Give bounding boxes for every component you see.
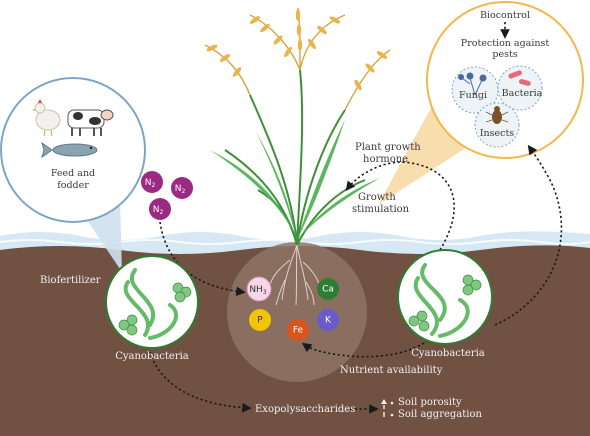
feed-fodder-label-line1: Feed and [51, 168, 95, 179]
p-ion [249, 309, 271, 331]
cow-icon [67, 109, 114, 136]
fish-icon [41, 141, 98, 159]
soil-aggregation-label: Soil aggregation [398, 409, 483, 420]
p-label: P [257, 316, 263, 326]
soil-effects-bracket [381, 399, 394, 417]
ca-ion [317, 278, 339, 300]
nitrogen-molecule [141, 171, 163, 193]
nh3-ion [246, 276, 272, 302]
ca-label: Ca [322, 285, 334, 295]
feed-fodder-label-line2: fodder [57, 180, 89, 191]
nitrogen-molecule [171, 177, 193, 199]
nutrient-availability-label: Nutrient availability [340, 365, 443, 376]
k-ion [317, 309, 339, 331]
bacteria-icon [508, 70, 531, 86]
insects-circle [474, 102, 520, 148]
k-label: K [325, 316, 332, 326]
chicken-icon [32, 99, 61, 137]
nitrogen-molecules: N2 N2 N2 [141, 171, 193, 220]
nutrient-availability-arrow [301, 329, 439, 358]
soil-porosity-label: Soil porosity [398, 397, 462, 408]
plant-growth-hormone-label-line2: hormone [363, 154, 408, 165]
cyanobacteria-right-label: Cyanobacteria [411, 348, 485, 359]
nitrogen-molecule [149, 198, 171, 220]
insect-icon [485, 106, 509, 124]
rice-plant-icon [204, 7, 391, 246]
n2-to-nh3-arrow [159, 221, 246, 297]
growth-stimulation-label-line2: stimulation [352, 204, 410, 215]
protection-label-line2: pests [492, 49, 517, 60]
cyanobacteria-left-label: Cyanobacteria [115, 351, 189, 362]
fe-label: Fe [293, 326, 304, 336]
protection-label-line1: Protection against [461, 38, 550, 49]
insects-label: Insects [480, 128, 515, 139]
biofertilizer-label: Biofertilizer [40, 275, 101, 286]
nh3-label: NH3 [249, 285, 267, 296]
growth-stimulation-label-line1: Growth [358, 192, 396, 203]
growth-stimulation-arrow [345, 161, 455, 251]
cyanobacteria-right-icon [397, 249, 493, 345]
bacteria-label: Bacteria [502, 88, 543, 99]
fe-ion [287, 319, 309, 341]
biocontrol-label: Biocontrol [480, 10, 530, 21]
fungi-label: Fungi [459, 90, 487, 101]
biocontrol-pathway-arrow [494, 144, 563, 326]
cyanobacteria-left-icon [105, 255, 199, 349]
plant-growth-hormone-label-line1: Plant growth [355, 142, 421, 153]
nutrient-ions: NH3 Ca P K Fe [246, 276, 339, 341]
n2-label-3: N2 [153, 205, 164, 216]
exopolysaccharides-label: Exopolysaccharides [255, 404, 355, 415]
n2-label-2: N2 [175, 184, 186, 195]
fungi-icon [458, 72, 487, 96]
exopolysaccharides-arrow [149, 351, 252, 413]
n2-label-1: N2 [145, 178, 156, 189]
